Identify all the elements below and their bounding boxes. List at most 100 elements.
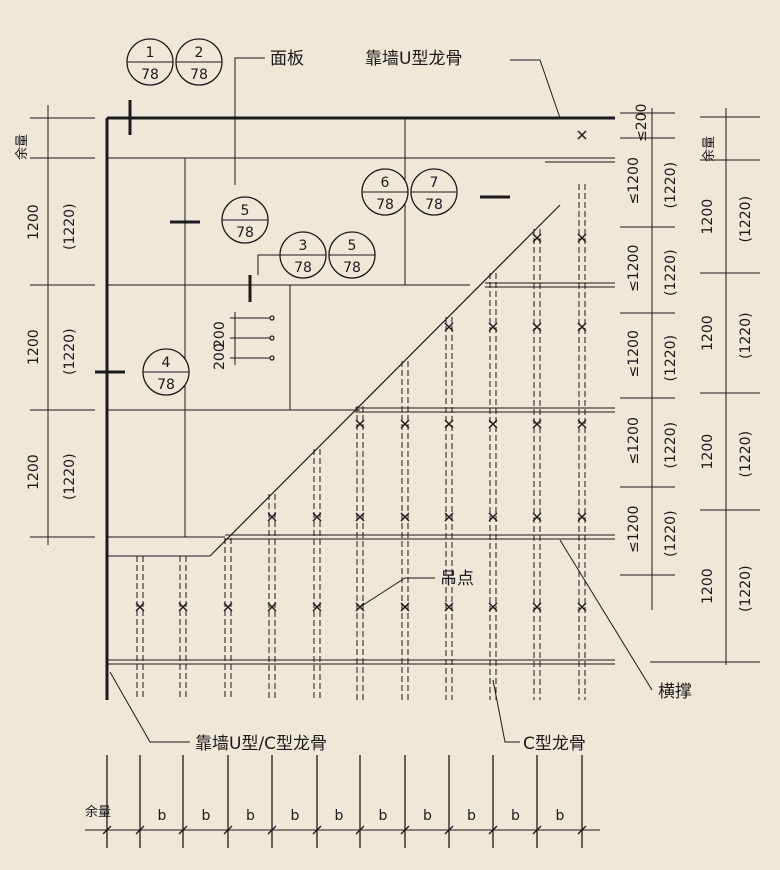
- callout-number: 5: [348, 238, 357, 254]
- callout-number: 1: [146, 45, 155, 61]
- right-dim-1220: (1220): [663, 162, 679, 209]
- detail-callout-5[interactable]: 578: [221, 196, 269, 244]
- wall-u-keel-label: 靠墙U型龙骨: [365, 49, 462, 69]
- bottom-dim-tick: [532, 755, 542, 848]
- hanging-point-mark: [532, 602, 542, 612]
- right-dim-le200: ≤200: [634, 104, 650, 142]
- left-dim-1220: (1220): [62, 453, 78, 500]
- hanging-point-mark: [488, 322, 498, 332]
- small-dim-200: 200: [212, 343, 228, 370]
- right-dim-1220: (1220): [663, 249, 679, 296]
- callout-sheet: 78: [157, 377, 175, 393]
- right-outer-dim-1200: 1200: [700, 315, 716, 351]
- left-margin-label: 余量: [14, 134, 30, 160]
- c-keel-label: C型龙骨: [523, 734, 586, 754]
- callout-sheet: 78: [236, 225, 254, 241]
- cross-brace: [225, 534, 615, 540]
- callout-sheet: 78: [425, 197, 443, 213]
- hanging-point-mark: [267, 602, 277, 612]
- hanging-point-mark: [312, 602, 322, 612]
- panel-joints: [107, 118, 545, 537]
- detail-callout-6[interactable]: 678: [361, 168, 409, 216]
- detail-callout-5[interactable]: 578: [328, 231, 376, 279]
- right-inner-dims: ≤1200(1220)≤1200(1220)≤1200(1220)≤1200(1…: [626, 157, 679, 557]
- bottom-dim-tick: [577, 755, 587, 848]
- cross-brace-label: 横撑: [658, 682, 692, 702]
- callout-number: 6: [381, 175, 390, 191]
- callout-number: 7: [430, 175, 439, 191]
- detail-callout-3[interactable]: 378: [279, 231, 327, 279]
- hanging-point-mark: [223, 602, 233, 612]
- bottom-dim-tick: [102, 755, 112, 848]
- c-keel-stud: [489, 273, 497, 700]
- hanging-point-mark: [577, 233, 587, 243]
- c-keel-leader: [492, 679, 520, 743]
- cross-brace-leader: [559, 539, 653, 691]
- c-keel-stud: [136, 556, 144, 700]
- hanging-point-mark: [488, 602, 498, 612]
- hanging-point-mark: [444, 602, 454, 612]
- bottom-dim-b: b: [158, 808, 167, 824]
- c-keel-stud: [224, 538, 232, 700]
- hanging-point-mark: [444, 322, 454, 332]
- callout-number: 3: [299, 238, 308, 254]
- callout-3-leader: [257, 254, 280, 275]
- bottom-dim-tick: [355, 755, 365, 848]
- right-dim-le1200: ≤1200: [626, 417, 642, 464]
- wall-u-keel-frame: [105, 116, 615, 700]
- right-dim-le1200: ≤1200: [626, 245, 642, 292]
- c-keel-studs: [136, 184, 586, 700]
- hanging-point-mark: [488, 419, 498, 429]
- right-dim-le1200: ≤1200: [626, 506, 642, 553]
- left-dim-1200: 1200: [26, 329, 42, 365]
- detail-callout-2[interactable]: 278: [175, 38, 223, 86]
- detail-callout-7[interactable]: 778: [410, 168, 458, 216]
- detail-callout-1[interactable]: 178: [126, 38, 174, 86]
- left-dim-line: [30, 105, 95, 545]
- bottom-dim-ticks: [102, 755, 587, 848]
- hanging-point-mark: [267, 512, 277, 522]
- cut-line: [209, 204, 561, 557]
- wall-uc-keel-label: 靠墙U型/C型龙骨: [195, 734, 327, 754]
- bottom-dim-tick: [223, 755, 233, 848]
- cross-brace: [107, 659, 615, 665]
- bottom-dim-b: b: [511, 808, 520, 824]
- c-keel-stud: [401, 361, 409, 700]
- hanging-point-mark: [312, 512, 322, 522]
- right-outer-dim-1220: (1220): [738, 565, 754, 612]
- hanging-point-mark: [532, 512, 542, 522]
- c-keel-stud: [533, 229, 541, 700]
- detail-callout-4[interactable]: 478: [142, 348, 190, 396]
- callout-number: 2: [195, 45, 204, 61]
- callout-sheet: 78: [141, 67, 159, 83]
- cross-braces: [107, 157, 615, 665]
- hanging-point-mark: [355, 419, 365, 429]
- left-dim-1200: 1200: [26, 204, 42, 240]
- section-marks: [95, 100, 510, 374]
- bottom-dim-tick: [444, 755, 454, 848]
- c-keel-stud: [356, 406, 364, 700]
- panel-leader: [234, 57, 265, 185]
- cross-brace: [355, 407, 615, 413]
- small-dim-200: 200: [212, 321, 228, 348]
- bottom-dim-tick: [400, 755, 410, 848]
- hanging-point-mark: [400, 512, 410, 522]
- right-dim-1220: (1220): [663, 335, 679, 382]
- callout-sheet: 78: [190, 67, 208, 83]
- leaders: [109, 57, 653, 743]
- left-dim-1200: 1200: [26, 454, 42, 490]
- right-outer-dim-1200: 1200: [700, 199, 716, 235]
- bottom-dim-tick: [312, 755, 322, 848]
- right-inner-dim-line: [620, 108, 675, 610]
- bottom-dim-b: b: [335, 808, 344, 824]
- bottom-dim-tick: [135, 755, 145, 848]
- cross-brace: [485, 282, 615, 288]
- hanging-point-mark: [577, 322, 587, 332]
- bottom-dim-b: b: [246, 808, 255, 824]
- c-keel-stud: [313, 449, 321, 700]
- hanging-point-mark: [532, 322, 542, 332]
